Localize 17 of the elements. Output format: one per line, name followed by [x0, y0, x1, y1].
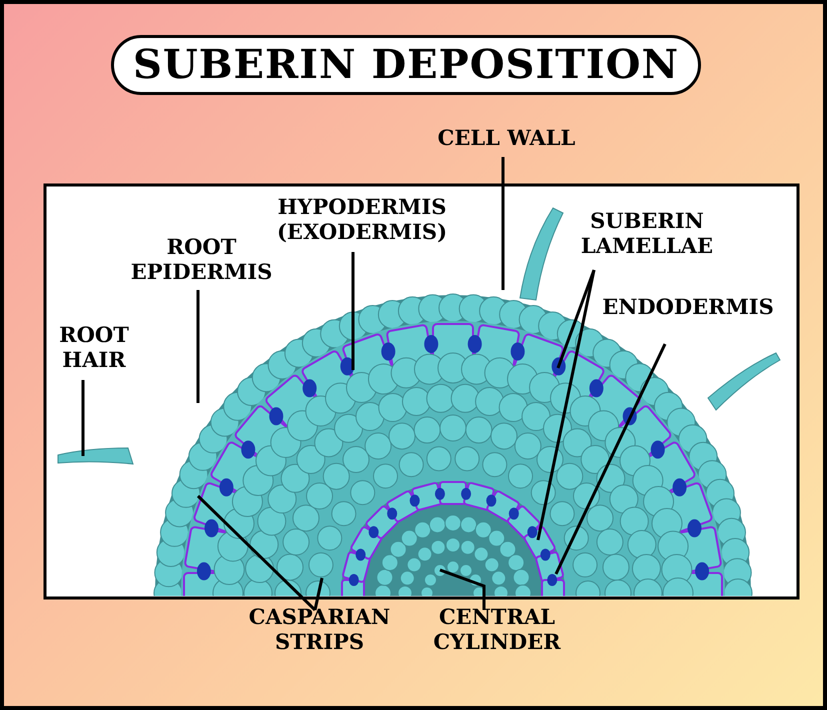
- leader-line: [82, 380, 84, 456]
- leader-line: [196, 494, 316, 612]
- leader-line: [352, 252, 354, 370]
- part-label: SUBERIN LAMELLAE: [572, 208, 722, 258]
- leader-line: [536, 270, 596, 540]
- leader-line: [556, 269, 596, 369]
- part-label: ENDODERMIS: [588, 294, 788, 319]
- leader-line: [439, 568, 486, 610]
- part-label: CENTRAL CYLINDER: [422, 604, 572, 654]
- title-banner: SUBERIN DEPOSITION: [111, 35, 701, 95]
- part-label: ROOT HAIR: [44, 322, 144, 372]
- part-label: CELL WALL: [424, 125, 589, 150]
- leader-line: [554, 343, 666, 575]
- part-label: CASPARIAN STRIPS: [232, 604, 407, 654]
- leader-line: [196, 290, 200, 403]
- leader-line: [502, 157, 504, 290]
- leader-line: [314, 578, 324, 610]
